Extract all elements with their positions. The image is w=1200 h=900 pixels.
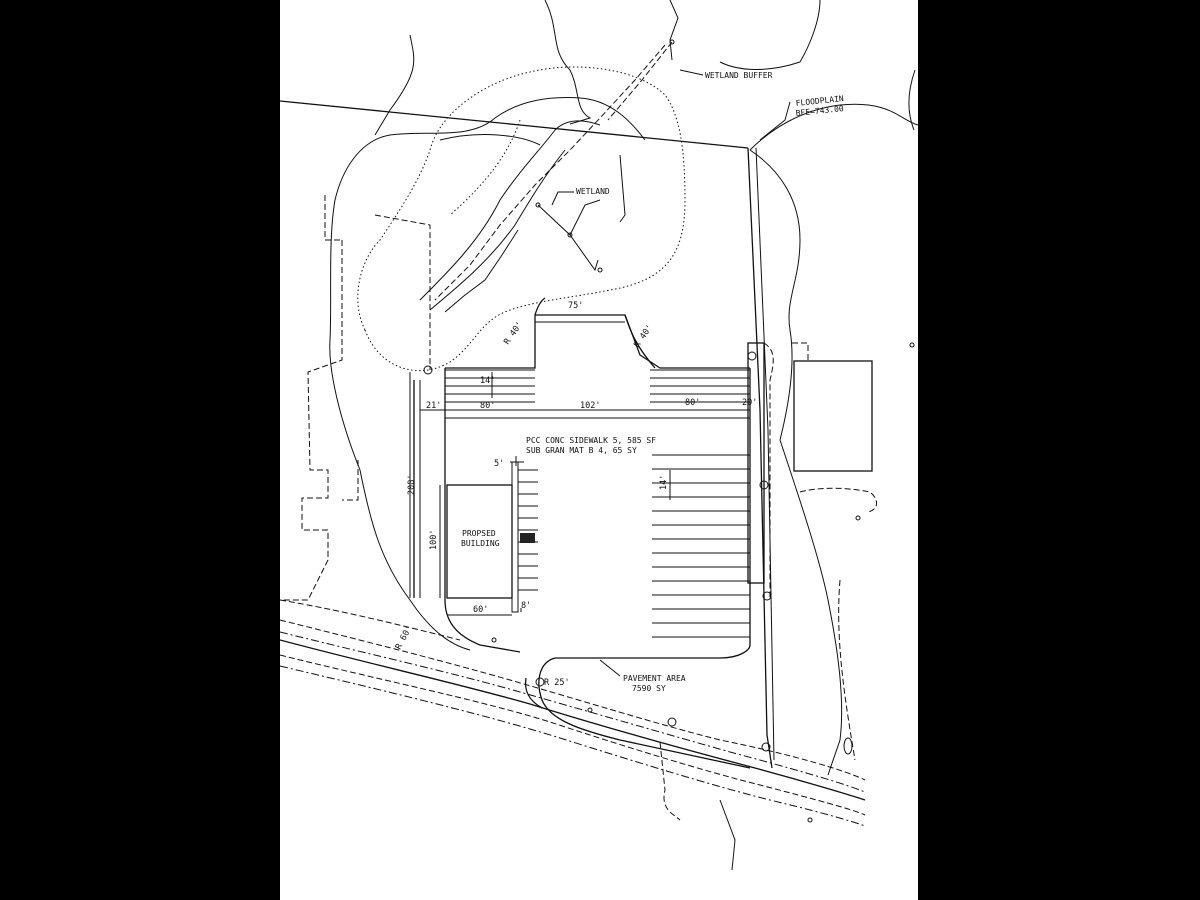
site-plan-drawing: WETLAND BUFFER FLOODPLAIN BFE=743.00 WET… [280,0,918,871]
dim-radius-right: R 40' [632,323,655,350]
parking-lot-outline [444,297,751,769]
dim-lot-depth-left: 208' [407,475,417,495]
terrain-lines [329,0,918,776]
dim-walk-gap: 8' [521,601,531,611]
dim-aisle-right: 80' [685,398,700,408]
sidewalk-label: PCC CONC SIDEWALK 5, 585 SF [526,436,656,445]
adjacent-building [792,342,877,513]
site-plan-sheet: WETLAND BUFFER FLOODPLAIN BFE=743.00 WET… [280,0,918,900]
dim-right-setback: 20' [742,398,757,408]
dim-center-span: 102' [580,401,600,411]
dim-left-setback: 21' [426,401,441,411]
pavement-area-value: 7590 SY [632,684,666,693]
site-symbols [423,342,915,823]
label-leaders [551,69,791,206]
dim-aisle-left: 80' [480,401,495,411]
dim-building-depth: 100' [429,530,439,550]
road [280,579,866,871]
wetland-stakes [419,39,675,313]
building-label-2: BUILDING [461,539,500,548]
gran-mat-label: SUB GRAN MAT B 4, 65 SY [526,446,637,455]
dim-radius-corner: R 60' [394,624,415,651]
dimension-labels: 75' R 40' R 40' 14' 21' 80' 102' 80' 20'… [394,301,758,688]
sidewalk-strip [511,461,519,613]
easement-lines-left [280,195,431,601]
dim-radius-entry: R 25' [544,678,570,688]
dim-top-width: 75' [568,301,583,311]
dimension-lines [409,321,750,616]
building-label-1: PROPSED [462,529,496,538]
hatched-pad [520,533,535,543]
dim-building-width: 60' [473,605,488,615]
right-island [747,342,774,601]
pavement-label: PAVEMENT AREA [623,674,686,683]
dim-stall-depth-right: 14' [659,475,669,490]
wetland-label: WETLAND [576,187,610,196]
wetland-buffer-line [357,66,686,371]
dim-stall-depth-top: 14' [480,376,495,386]
property-boundary [280,100,775,769]
right-stalls [652,454,750,638]
wetland-buffer-label: WETLAND BUFFER [705,71,773,80]
dim-sidewalk-width: 5' [494,459,504,469]
dim-radius-left: R 40' [502,320,525,347]
